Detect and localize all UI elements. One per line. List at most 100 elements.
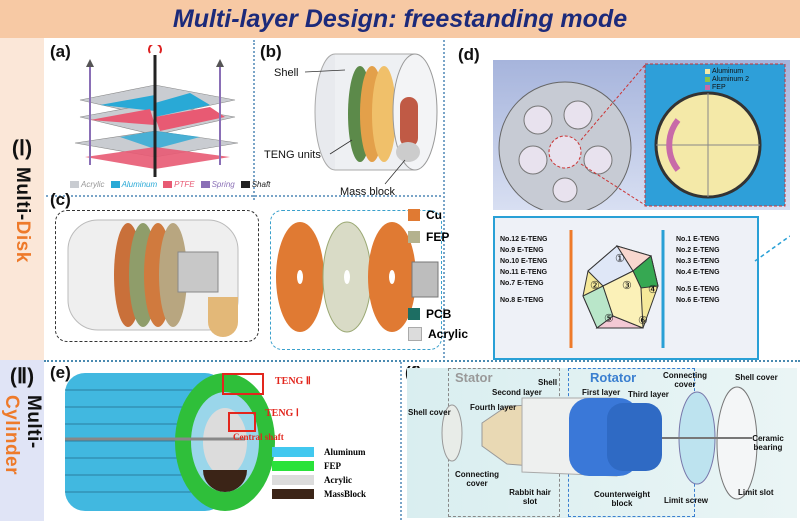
panel-e-label: (e) [50,363,71,382]
panel-b-figure [314,53,438,171]
panel-c-exploded-box [270,210,442,350]
rotator-label: Rotator [590,370,637,385]
callout-rabbit-hair-slot: Rabbit hair slot [509,488,551,506]
section-2-roman: (Ⅱ) [9,365,35,388]
panel-c-legend-2: PCB Acrylic [408,307,468,341]
panel-d-right-list: No.1 E-TENG No.2 E-TENG No.3 E-TENG No.4… [676,236,720,304]
legend-item-massblock: MassBlock [272,489,366,499]
face-number-2: ② [590,280,600,292]
teng-label-left: No.7 E-TENG [500,280,544,287]
panel-c-legend: Cu FEP [408,208,449,244]
legend-item-cu: Cu [408,208,449,222]
legend-item-fep: FEP [408,230,449,244]
callout-second-layer: Second layer [492,388,542,397]
legend-item-acrylic-e: Acrylic [272,475,366,485]
callout-shell: Shell [538,378,558,387]
disk-stack [74,84,239,169]
callout-limit-slot: Limit slot [738,488,774,497]
callout-teng-units: TENG units [264,149,321,161]
section-2-sidebar: (Ⅱ) Multi-Cylinder [0,360,44,521]
teng-1-box [228,412,256,432]
teng-label-left: No.8 E-TENG [500,297,544,304]
panel-a-label: (a) [50,42,71,61]
panel-divider-ef [400,362,402,520]
callout-mass-block: Mass block [340,186,396,198]
teng-label-left: No.9 E-TENG [500,247,544,254]
section-1-word2: Disk [12,220,33,263]
panel-a-legend: Acrylic Aluminum PTFE Spring Shaft [70,180,270,189]
teng-label-right: No.2 E-TENG [676,247,720,254]
callout-counterweight-block: Counterweight block [594,490,650,508]
panel-divider-c [46,195,441,197]
teng-label-left: No.10 E-TENG [500,258,548,265]
panel-c-assembly [67,219,239,337]
teng-label-left: No.12 E-TENG [500,236,548,243]
callout-fourth-layer: Fourth layer [470,403,517,412]
section-1-sidebar: (Ⅰ) Multi-Disk [0,38,44,360]
face-number-1: ① [615,253,625,265]
callout-limit-screw: Limit screw [664,496,709,505]
legend-item-shaft: Shaft [240,180,270,189]
teng-label-left: No.11 E-TENG [500,269,548,276]
panel-d-sphere [498,63,786,210]
legend-item-spring: Spring [200,180,235,189]
section-2-heading: Multi-Cylinder [0,395,44,521]
panel-c-label: (c) [50,190,71,209]
callout-ceramic-bearing: Ceramic bearing [752,434,784,452]
teng-units [348,66,396,162]
section-1-word1: Multi- [12,167,33,221]
panel-c-assembly-box [55,210,259,342]
legend-item-aluminum-e: Aluminum [272,447,366,457]
callout-teng-1: TENG Ⅰ [265,408,299,419]
panel-d-inset-legend: Aluminum Aluminum 2 FEP [705,68,749,91]
callout-central-shaft: Central shaft [233,432,284,442]
panel-a-figure [74,45,239,177]
callout-third-layer: Third layer [628,390,669,399]
face-number-3: ③ [622,280,632,292]
section-1-roman: (Ⅰ) [11,137,33,160]
legend-item-pcb: PCB [408,307,468,321]
panel-c-exploded [276,221,439,333]
callout-connecting-cover-top: Connecting cover [663,371,707,389]
legend-item-aluminum: Aluminum [110,180,157,189]
legend-item-acrylic: Acrylic [70,180,105,189]
teng-label-right: No.5 E-TENG [676,286,720,293]
panel-d-label: (d) [458,45,480,64]
section-2-word2: Cylinder [1,395,22,476]
panel-e-figure [65,373,275,511]
inset-legend-aluminum: Aluminum [705,68,749,75]
callout-connecting-cover-bottom: Connecting cover [455,470,499,488]
callout-shell-cover-right: Shell cover [735,373,778,382]
page-title: Multi-layer Design: freestanding mode [172,4,628,33]
legend-item-acrylic-c: Acrylic [408,327,468,341]
callout-shell: Shell [274,67,299,79]
teng-label-right: No.3 E-TENG [676,258,720,265]
face-number-4: ④ [648,284,658,296]
section-1-heading: Multi-Disk [11,167,33,263]
callout-shell-cover-left: Shell cover [408,408,451,417]
teng-2-box [222,373,264,395]
teng-label-right: No.6 E-TENG [676,297,720,304]
legend-item-ptfe: PTFE [163,180,195,189]
section-2-word1: Multi- [23,395,44,449]
panel-d-left-list: No.12 E-TENG No.9 E-TENG No.10 E-TENG No… [500,236,547,304]
panel-divider-d [443,40,445,358]
callout-teng-2: TENG Ⅱ [275,376,311,387]
face-number-6: ⑥ [638,315,648,327]
inset-legend-aluminum-2: Aluminum 2 [705,76,749,83]
legend-item-fep-e: FEP [272,461,366,471]
face-number-5: ⑤ [604,313,614,325]
panel-b-label: (b) [260,42,282,61]
inset-legend-fep: FEP [705,84,749,91]
panel-d-polyhedron [569,230,790,348]
stator-label: Stator [455,370,493,385]
teng-label-right: No.1 E-TENG [676,236,720,243]
panel-divider-ab [253,40,255,200]
teng-label-right: No.4 E-TENG [676,269,720,276]
panel-f-figure [441,386,758,500]
title-banner: Multi-layer Design: freestanding mode [0,0,800,38]
callout-first-layer: First layer [582,388,621,397]
panel-e-legend: Aluminum FEP Acrylic MassBlock [272,447,366,499]
section-divider [44,360,800,362]
